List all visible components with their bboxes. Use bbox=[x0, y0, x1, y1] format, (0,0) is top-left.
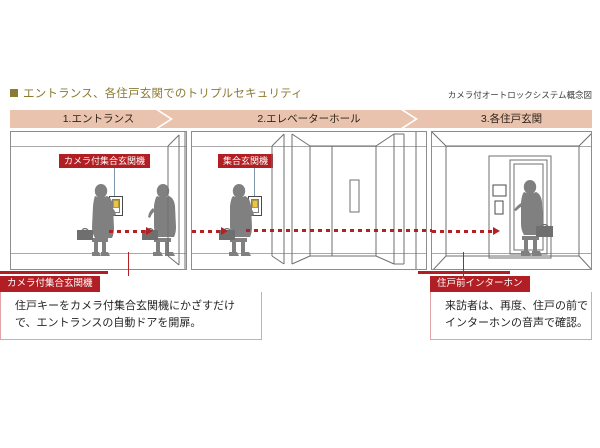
resident-silhouette-2 bbox=[147, 184, 183, 257]
callout-line: で、エントランスの自動ドアを開扉。 bbox=[15, 317, 202, 329]
resident-silhouette-3 bbox=[224, 184, 258, 257]
arrow-dots bbox=[432, 230, 493, 233]
floor-line bbox=[192, 253, 426, 254]
ceiling-line bbox=[192, 146, 426, 147]
ceiling-line bbox=[11, 146, 186, 147]
arrow-dots bbox=[246, 229, 432, 232]
panel-dwelling-entrance bbox=[431, 131, 592, 270]
flow-arrow-2 bbox=[192, 227, 228, 235]
page-title: エントランス、各住戸玄関でのトリプルセキュリティ bbox=[10, 86, 303, 102]
callout-underline bbox=[418, 271, 510, 274]
chevron-right-icon-1 bbox=[155, 110, 181, 128]
flow-arrow-1 bbox=[109, 227, 153, 235]
briefcase-icon-4 bbox=[536, 224, 553, 237]
stage-label-3: 3.各住戸玄関 bbox=[480, 113, 543, 125]
arrow-head-icon bbox=[146, 227, 153, 235]
callout-line: インターホンの音声で確認。 bbox=[445, 317, 588, 329]
arrow-head-icon bbox=[493, 227, 500, 235]
callout-door-body: 来訪者は、再度、住戸の前で インターホンの音声で確認。 bbox=[430, 292, 592, 340]
key-card-icon bbox=[252, 200, 258, 208]
callout-entrance-heading: カメラ付集合玄関機 bbox=[0, 276, 100, 292]
door-intercom-panel bbox=[492, 184, 509, 219]
callout-entrance-body: 住戸キーをカメラ付集合玄関機にかざすだけ で、エントランスの自動ドアを開扉。 bbox=[0, 292, 262, 340]
tag-stem bbox=[254, 168, 255, 196]
panel-entrance: カメラ付集合玄関機 bbox=[10, 131, 187, 270]
arrow-dots bbox=[109, 230, 146, 233]
header: エントランス、各住戸玄関でのトリプルセキュリティ カメラ付オートロックシステム概… bbox=[0, 86, 600, 106]
tag-stem bbox=[114, 168, 115, 196]
arrow-head-icon bbox=[221, 227, 228, 235]
panel-elevator-hall: 集合玄関機 bbox=[191, 131, 427, 270]
stage-banner: 1.エントランス 2.エレベーターホール 3.各住戸玄関 bbox=[10, 110, 592, 128]
visitor-silhouette bbox=[512, 180, 548, 257]
elevator-hall-geometry bbox=[266, 132, 426, 269]
callout-leader-line bbox=[463, 252, 464, 276]
callout-line: 住戸キーをカメラ付集合玄関機にかざすだけ bbox=[15, 300, 235, 312]
page-title-text: エントランス、各住戸玄関でのトリプルセキュリティ bbox=[23, 88, 303, 100]
flow-arrow-4 bbox=[432, 227, 500, 235]
arrow-dots bbox=[192, 230, 221, 233]
briefcase-icon-1 bbox=[77, 228, 93, 240]
chevron-right-icon-2 bbox=[400, 110, 426, 128]
automatic-door-frame-1 bbox=[159, 132, 186, 269]
resident-silhouette-1 bbox=[84, 184, 118, 257]
callout-leader-line bbox=[128, 252, 129, 276]
diagram-caption-label: カメラ付オートロックシステム概念図 bbox=[447, 90, 592, 100]
tag-entrance-unit: 集合玄関機 bbox=[218, 154, 274, 168]
security-system-diagram: カメラ付集合玄関機 bbox=[10, 131, 592, 270]
stage-label-2: 2.エレベーターホール bbox=[257, 113, 361, 125]
corridor-perspective bbox=[432, 132, 591, 269]
flow-arrow-3 bbox=[246, 229, 432, 232]
key-card-icon bbox=[113, 200, 119, 208]
callout-door-heading: 住戸前インターホン bbox=[430, 276, 530, 292]
callout-entrance-underline bbox=[0, 271, 108, 274]
callout-line: 来訪者は、再度、住戸の前で bbox=[445, 300, 588, 312]
tag-camera-entrance-unit: カメラ付集合玄関機 bbox=[59, 154, 151, 168]
bullet-square-icon bbox=[10, 89, 18, 97]
stage-label-1: 1.エントランス bbox=[62, 113, 135, 125]
device-inner-frame bbox=[251, 199, 259, 213]
